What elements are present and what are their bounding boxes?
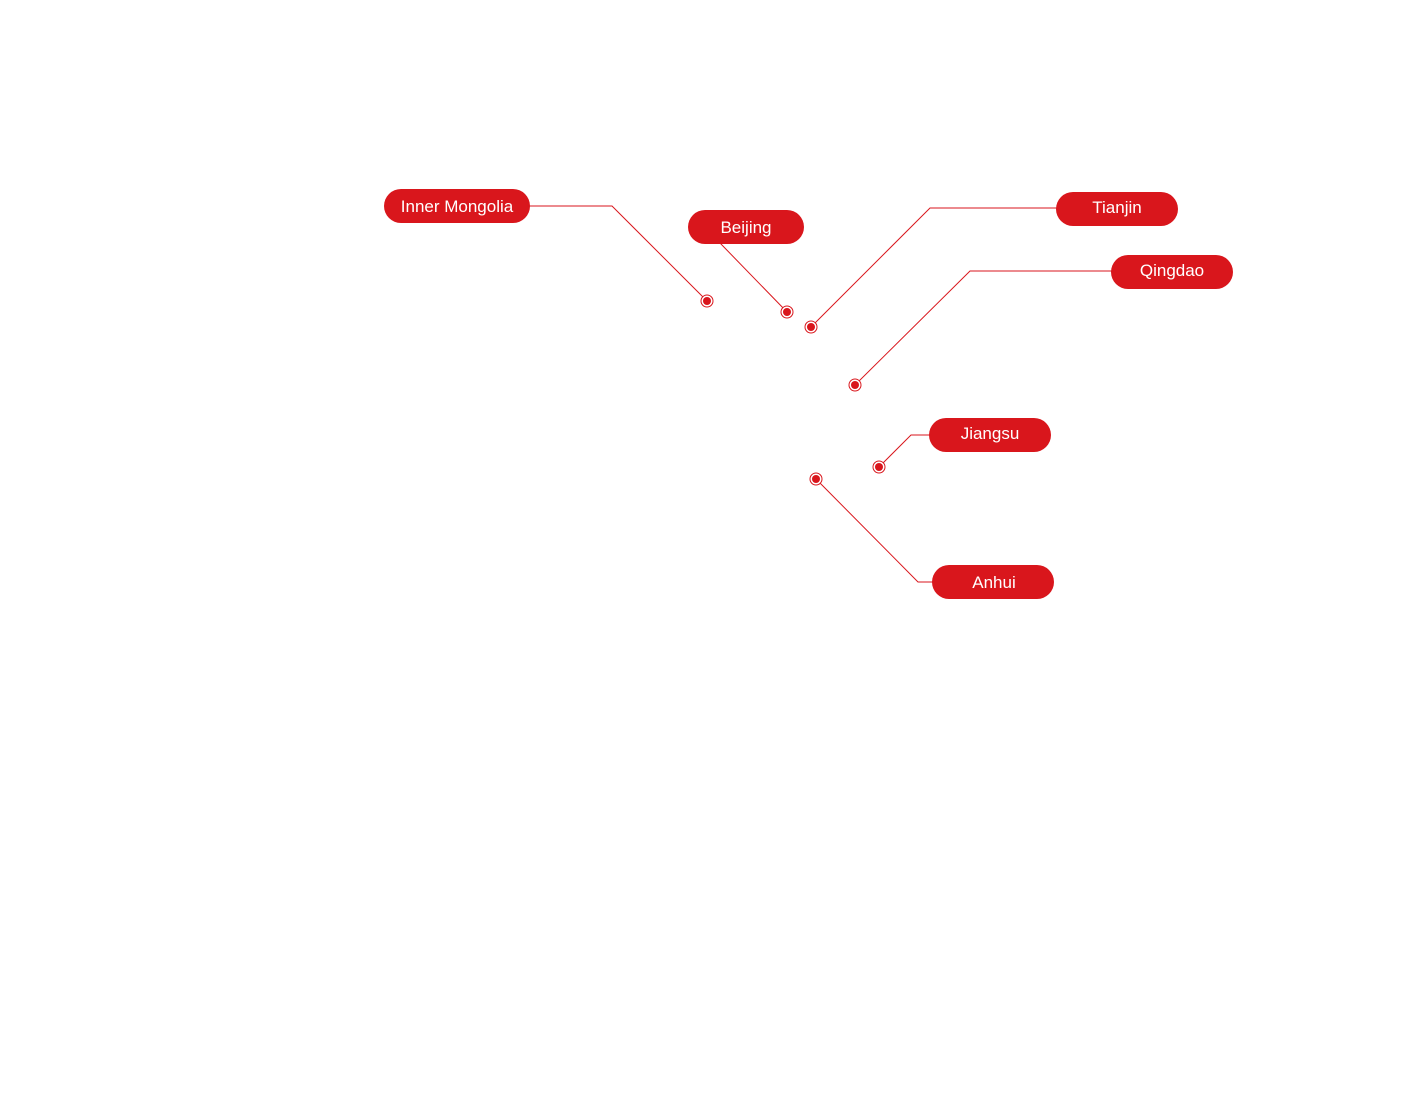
leader-line [854,270,1112,386]
label-text: Tianjin [1092,198,1141,217]
location-dot-core [812,475,820,483]
leader-line [878,434,930,468]
label-text: Beijing [720,218,771,237]
location-dot-core [783,308,791,316]
marker-qingdao[interactable]: Qingdao [848,255,1233,392]
label-pill[interactable] [929,418,1051,452]
leader-line [529,205,708,302]
location-dot-core [851,381,859,389]
location-dot-core [703,297,711,305]
label-text: Qingdao [1140,261,1204,280]
label-pill[interactable] [932,565,1054,599]
marker-tianjin[interactable]: Tianjin [804,192,1178,334]
marker-anhui[interactable]: Anhui [809,472,1054,599]
marker-beijing[interactable]: Beijing [688,210,804,319]
leader-line [810,207,1057,328]
label-text: Anhui [972,573,1015,592]
label-pill[interactable] [688,210,804,244]
label-text: Inner Mongolia [401,197,514,216]
label-text: Jiangsu [961,424,1020,443]
leader-line [719,242,788,313]
label-pill[interactable] [1111,255,1233,289]
label-pill[interactable] [1056,192,1178,226]
leader-line [815,478,933,583]
marker-jiangsu[interactable]: Jiangsu [872,418,1051,474]
label-pill[interactable] [384,189,530,223]
location-dot-core [875,463,883,471]
location-dot-core [807,323,815,331]
marker-inner-mongolia[interactable]: Inner Mongolia [384,189,714,308]
